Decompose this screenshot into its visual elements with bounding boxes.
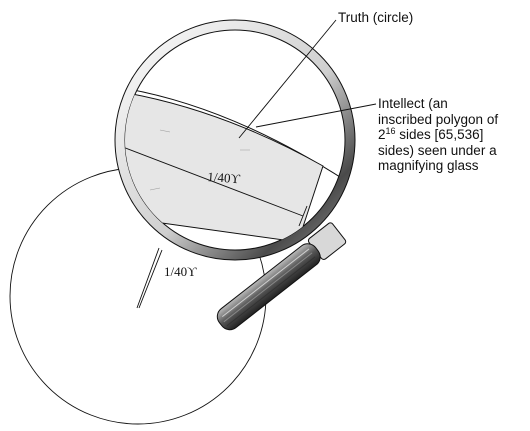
intellect-exponent: 16	[386, 126, 396, 136]
intellect-line-3: 216 sides [65,536]	[378, 127, 528, 143]
outer-radius-marker	[137, 248, 162, 308]
intellect-line-3-rest: sides [65,536]	[396, 127, 484, 142]
intellect-line-1: Intellect (an	[378, 96, 528, 112]
outer-measure-label: 1/40ϒ	[164, 264, 197, 280]
truth-label: Truth (circle)	[338, 10, 413, 26]
intellect-line-5: magnifying glass	[378, 158, 528, 174]
intellect-label: Intellect (an inscribed polygon of 216 s…	[378, 96, 528, 174]
intellect-base: 2	[378, 127, 386, 142]
intellect-line-4: sides) seen under a	[378, 143, 528, 159]
intellect-line-2: inscribed polygon of	[378, 112, 528, 128]
inner-measure-label: 1/40ϒ	[207, 169, 241, 187]
